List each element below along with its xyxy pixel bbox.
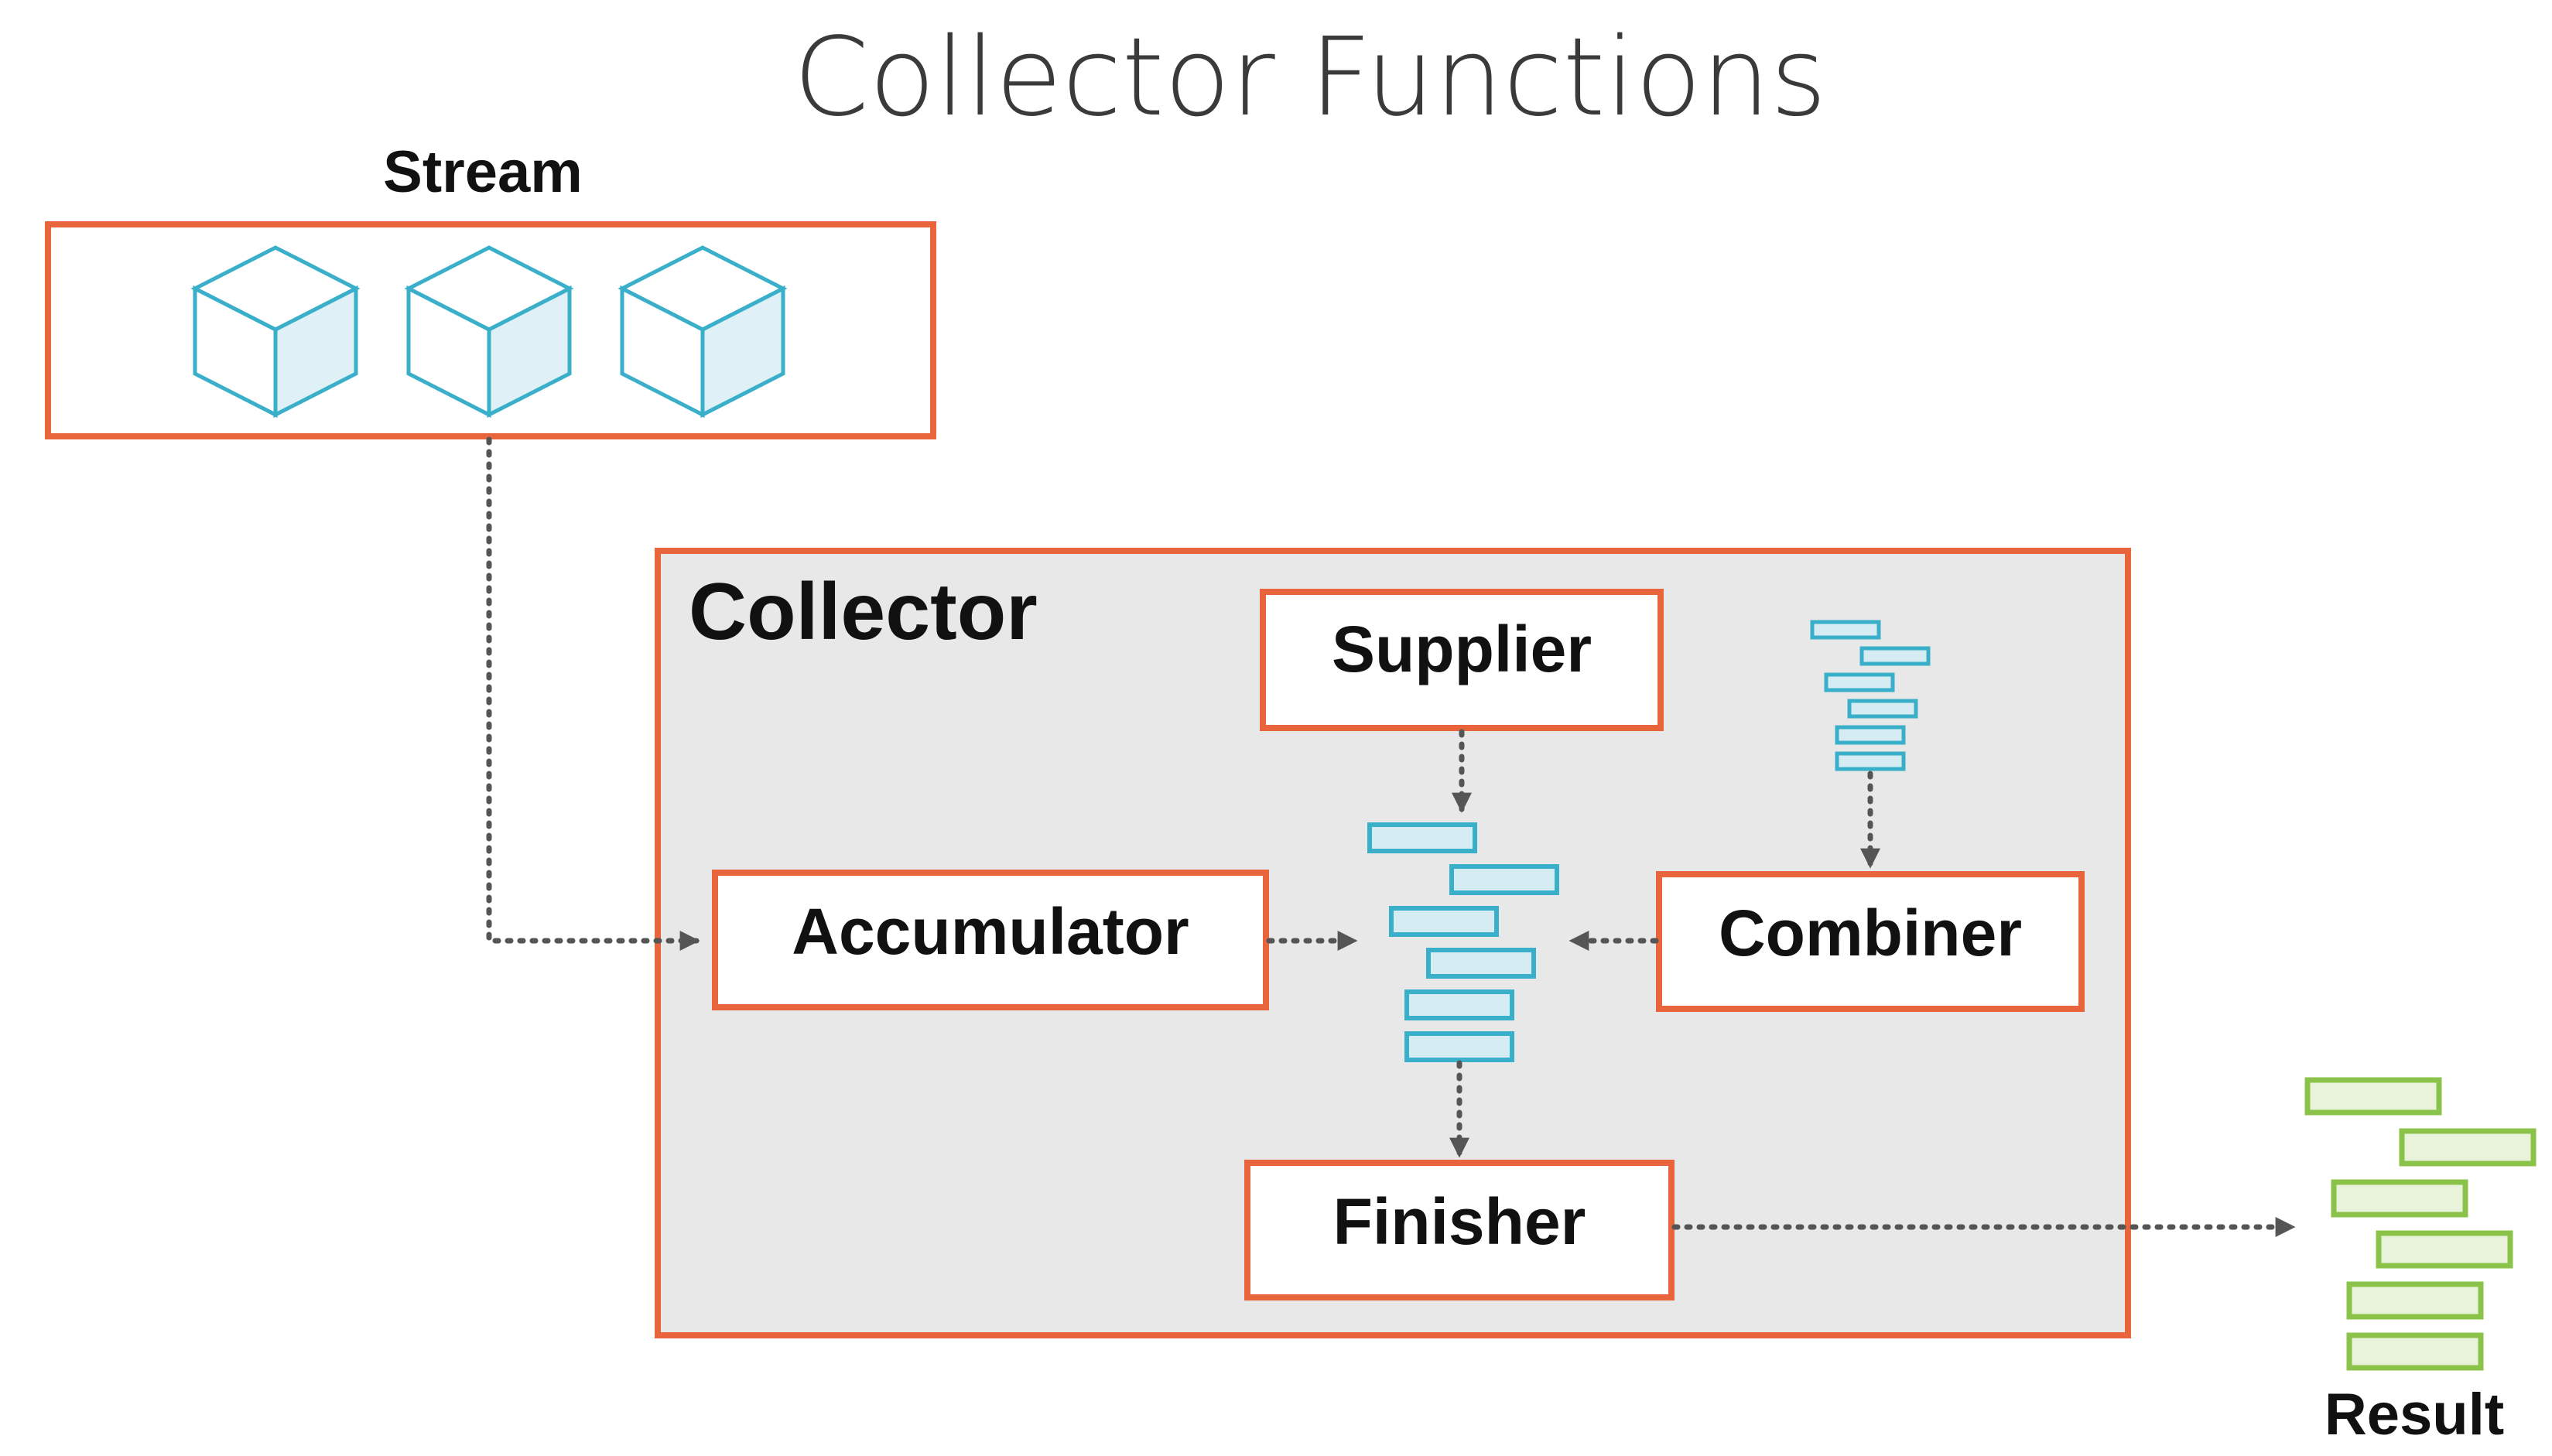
supplier-box (1260, 589, 1664, 731)
result-label: Result (2325, 1382, 2504, 1447)
combiner-box (1656, 871, 2085, 1012)
cube-icon (190, 245, 361, 419)
accumulator-box (712, 870, 1269, 1010)
supplier-label: Supplier (1332, 613, 1592, 685)
combiner-label: Combiner (1719, 897, 2022, 969)
partial-container-icon (1810, 620, 1931, 771)
result-icon (2304, 1077, 2537, 1371)
cube-icon (404, 245, 574, 419)
cube-icon (617, 245, 788, 419)
accumulator-label: Accumulator (792, 895, 1189, 968)
stream-label: Stream (383, 139, 583, 205)
container-icon (1367, 822, 1559, 1062)
finisher-box (1244, 1160, 1675, 1300)
page-title: Collector Functions (793, 15, 1826, 141)
collector-label: Collector (689, 567, 1038, 657)
finisher-label: Finisher (1333, 1185, 1586, 1258)
